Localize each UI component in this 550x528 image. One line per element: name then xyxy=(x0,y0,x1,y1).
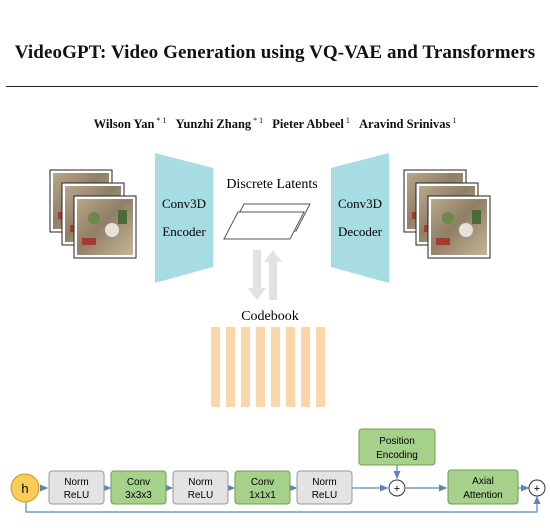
encoder-block xyxy=(155,153,213,283)
author: Wilson Yan* 1 xyxy=(93,116,167,132)
svg-text:Conv: Conv xyxy=(127,477,150,488)
codebook-entry xyxy=(211,327,220,407)
svg-text:3x3x3: 3x3x3 xyxy=(125,490,152,501)
codebook-entry xyxy=(286,327,295,407)
add-node-symbol: + xyxy=(394,483,400,495)
svg-text:Norm: Norm xyxy=(312,477,336,488)
conv-1x1x1-block: Conv 1x1x1 xyxy=(234,470,291,505)
video-frame xyxy=(73,195,137,259)
norm-relu-block: Norm ReLU xyxy=(48,470,105,505)
svg-text:Attention: Attention xyxy=(463,490,502,501)
position-encoding-block: Position Encoding xyxy=(358,428,436,466)
svg-text:Position: Position xyxy=(379,436,415,447)
input-node-label: h xyxy=(21,481,28,496)
codebook-entry xyxy=(301,327,310,407)
codebook-entry xyxy=(226,327,235,407)
svg-text:Norm: Norm xyxy=(188,477,212,488)
svg-text:Encoding: Encoding xyxy=(376,450,418,461)
residual-block-diagram: h Norm ReLU Conv 3x3x3 Norm ReLU Conv 1x… xyxy=(10,428,546,513)
conv-3x3x3-block: Conv 3x3x3 xyxy=(110,470,167,505)
codebook xyxy=(211,327,325,407)
codebook-label: Codebook xyxy=(241,309,299,324)
norm-relu-block: Norm ReLU xyxy=(172,470,229,505)
discrete-latents xyxy=(223,203,311,240)
svg-text:Axial: Axial xyxy=(472,476,494,487)
svg-text:ReLU: ReLU xyxy=(312,490,338,501)
output-video-frames xyxy=(403,169,491,259)
svg-text:Conv: Conv xyxy=(251,477,274,488)
axial-attention-block: Axial Attention xyxy=(447,469,519,505)
codebook-entry xyxy=(256,327,265,407)
decoder-label-line1: Conv3D xyxy=(338,196,382,211)
svg-text:1x1x1: 1x1x1 xyxy=(249,490,276,501)
video-frame xyxy=(427,195,491,259)
add-node: + xyxy=(388,479,406,497)
encoder-label-line1: Conv3D xyxy=(162,196,206,211)
svg-text:ReLU: ReLU xyxy=(64,490,90,501)
paper-title: VideoGPT: Video Generation using VQ-VAE … xyxy=(14,42,536,63)
decoder-label-line2: Decoder xyxy=(338,224,383,239)
codebook-entry xyxy=(271,327,280,407)
latents-label: Discrete Latents xyxy=(226,177,317,192)
codebook-entry xyxy=(241,327,250,407)
input-video-frames xyxy=(49,169,137,259)
input-node: h xyxy=(10,473,40,503)
encoder-label-line2: Encoder xyxy=(162,224,206,239)
codebook-entry xyxy=(316,327,325,407)
svg-text:ReLU: ReLU xyxy=(188,490,214,501)
author: Yunzhi Zhang* 1 xyxy=(175,116,264,132)
svg-text:Norm: Norm xyxy=(64,477,88,488)
residual-add-symbol: + xyxy=(534,483,540,495)
decoder-block xyxy=(331,153,389,283)
residual-add-node: + xyxy=(528,479,546,497)
title-rule xyxy=(6,86,538,88)
author-list: Wilson Yan* 1 Yunzhi Zhang* 1 Pieter Abb… xyxy=(0,116,550,132)
norm-relu-block: Norm ReLU xyxy=(296,470,353,505)
quantize-arrows xyxy=(248,250,282,300)
